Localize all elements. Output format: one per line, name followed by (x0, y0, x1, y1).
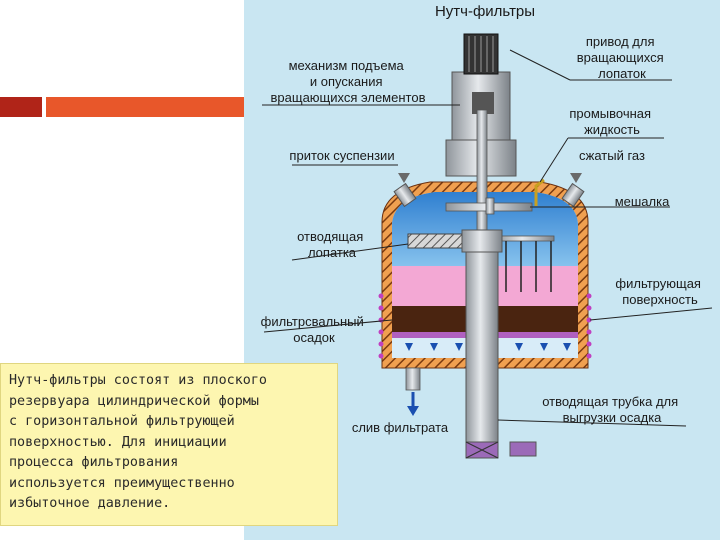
description-text: Нутч-фильтры состоят из плоского резерву… (9, 371, 329, 515)
label-filtrate-drain: слив фильтрата (352, 420, 449, 435)
label-compressed-gas: сжатый газ (579, 148, 645, 163)
drain-pipe (406, 368, 420, 390)
label-discharge-tube: отводящая трубка для выгрузки осадка (542, 394, 682, 425)
label-filter-surface: фильтрующая поверхность (615, 276, 704, 307)
label-lift-mechanism: механизм подъема и опускания вращающихся… (271, 58, 426, 105)
label-wash-liquid: промывочная жидкость (569, 106, 654, 137)
label-blade-drive: привод для вращающихся лопаток (577, 34, 668, 81)
discharge-tube (466, 250, 498, 450)
description-note: Нутч-фильтры состоят из плоского резерву… (0, 363, 338, 526)
central-shaft (477, 110, 487, 230)
label-filter-cake: фильтрсвальный осадок (261, 314, 368, 345)
stirrer-rake (496, 236, 554, 241)
label-discharge-blade: отводящая лопатка (297, 229, 367, 260)
diagram-title: Нутч-фильтры (435, 3, 535, 20)
label-suspension-inflow: приток суспензии (289, 148, 394, 163)
